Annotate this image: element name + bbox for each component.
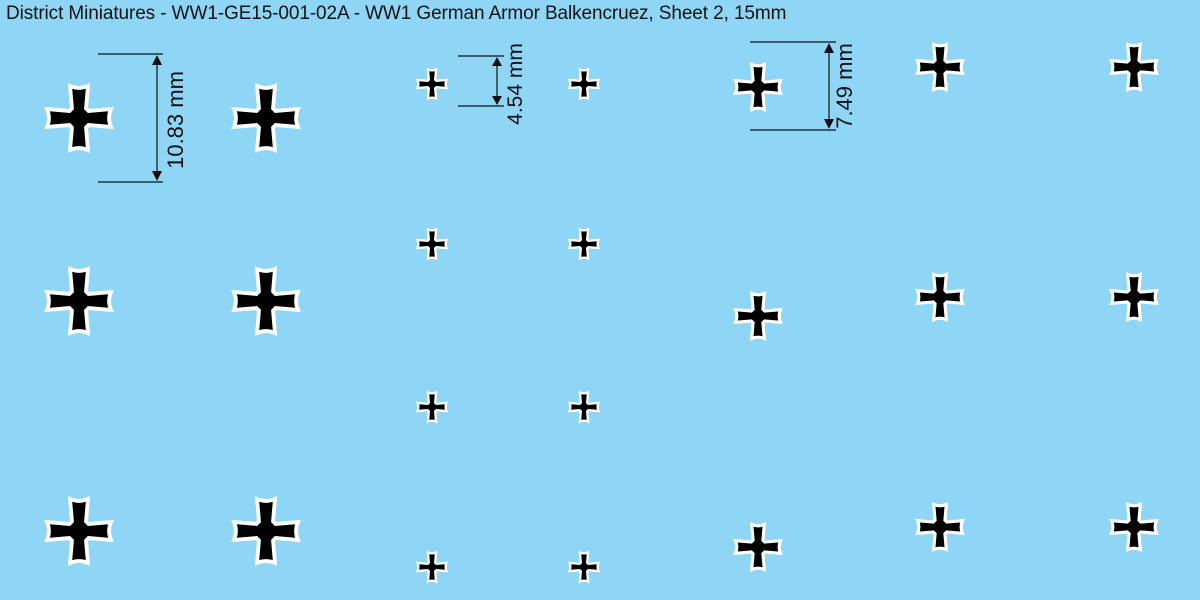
dimension-large: 10.83 mm	[98, 53, 188, 183]
iron-cross-icon	[1109, 502, 1159, 552]
arrow-down-icon	[152, 171, 162, 181]
iron-cross-icon	[568, 391, 600, 423]
iron-cross-icon	[915, 42, 965, 92]
iron-cross-icon	[733, 291, 783, 341]
arrow-down-icon	[824, 119, 834, 129]
iron-cross-icon	[232, 84, 300, 152]
iron-cross-icon	[45, 84, 113, 152]
dimension-label-medium: 7.49 mm	[832, 43, 857, 129]
iron-cross-icon	[45, 497, 113, 565]
iron-cross-icon	[733, 522, 783, 572]
iron-cross-icon	[1109, 272, 1159, 322]
dimension-label-large: 10.83 mm	[163, 71, 188, 169]
dimension-small: 4.54 mm	[458, 43, 527, 125]
iron-cross-icon	[915, 502, 965, 552]
iron-cross-icon	[1109, 42, 1159, 92]
iron-cross-icon	[568, 228, 600, 260]
dimension-label-small: 4.54 mm	[504, 43, 527, 125]
dimension-medium: 7.49 mm	[750, 41, 857, 131]
iron-cross-icon	[733, 62, 783, 112]
iron-cross-icon	[568, 551, 600, 583]
iron-cross-icon	[232, 497, 300, 565]
sheet-title: District Miniatures - WW1-GE15-001-02A -…	[6, 3, 787, 24]
iron-cross-icon	[416, 68, 448, 100]
iron-cross-icon	[568, 68, 600, 100]
iron-cross-icon	[45, 267, 113, 335]
iron-cross-icon	[232, 267, 300, 335]
cross-layer	[45, 42, 1159, 583]
iron-cross-icon	[416, 391, 448, 423]
iron-cross-icon	[416, 228, 448, 260]
arrow-up-icon	[152, 55, 162, 65]
arrow-up-icon	[824, 43, 834, 53]
arrow-down-icon	[492, 96, 502, 105]
iron-cross-icon	[416, 551, 448, 583]
arrow-up-icon	[492, 57, 502, 66]
iron-cross-icon	[915, 272, 965, 322]
